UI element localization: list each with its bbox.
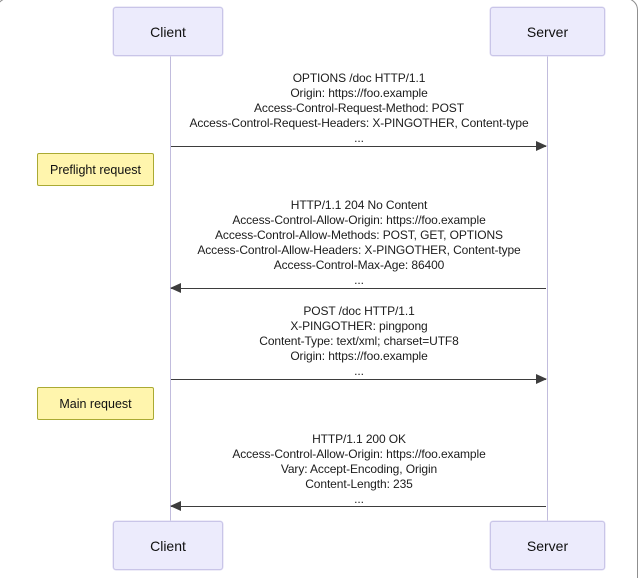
message-line: Access-Control-Allow-Origin: https://foo… bbox=[232, 447, 486, 461]
message-line: Access-Control-Request-Headers: X-PINGOT… bbox=[189, 116, 529, 130]
arrowhead-right-icon bbox=[536, 141, 547, 151]
message-line: OPTIONS /doc HTTP/1.1 bbox=[292, 71, 426, 85]
message-line: Access-Control-Max-Age: 86400 bbox=[273, 258, 445, 272]
message-line: Access-Control-Allow-Methods: POST, GET,… bbox=[215, 228, 503, 242]
message-main-response-arrow bbox=[170, 501, 546, 511]
actor-server-top-label: Server bbox=[526, 23, 569, 40]
message-line: Access-Control-Allow-Headers: X-PINGOTHE… bbox=[197, 243, 521, 257]
actor-client-bottom: Client bbox=[113, 521, 223, 570]
actor-server-top: Server bbox=[490, 7, 605, 56]
note-main-request-label: Main request bbox=[59, 396, 132, 411]
message-preflight-request-arrow bbox=[171, 141, 547, 151]
message-line: ... bbox=[354, 131, 364, 145]
actor-server-bottom-label: Server bbox=[526, 537, 569, 554]
message-line: Vary: Accept-Encoding, Origin bbox=[280, 462, 438, 476]
actor-server-bottom: Server bbox=[490, 521, 605, 570]
message-line: POST /doc HTTP/1.1 bbox=[303, 304, 415, 318]
server-lifeline bbox=[547, 56, 548, 522]
message-line: Content-Type: text/xml; charset=UTF8 bbox=[259, 334, 459, 348]
message-line: ... bbox=[354, 364, 364, 378]
message-preflight-response-arrow bbox=[170, 283, 546, 293]
message-line: HTTP/1.1 200 OK bbox=[312, 432, 406, 446]
note-preflight-request: Preflight request bbox=[37, 153, 154, 186]
arrowhead-right-icon bbox=[536, 374, 547, 384]
message-line: X-PINGOTHER: pingpong bbox=[290, 319, 428, 333]
message-line: Origin: https://foo.example bbox=[290, 349, 428, 363]
arrowhead-left-icon bbox=[170, 283, 181, 293]
note-preflight-request-label: Preflight request bbox=[49, 162, 142, 177]
message-main-request-arrow bbox=[171, 374, 547, 384]
actor-client-top: Client bbox=[113, 7, 223, 56]
message-line: Access-Control-Request-Method: POST bbox=[254, 101, 464, 115]
message-line: Content-Length: 235 bbox=[305, 477, 413, 491]
message-line: ... bbox=[354, 492, 364, 506]
actor-client-top-label: Client bbox=[150, 23, 186, 40]
actor-client-bottom-label: Client bbox=[150, 537, 186, 554]
arrowhead-left-icon bbox=[170, 501, 181, 511]
message-main-request-text: POST /doc HTTP/1.1 X-PINGOTHER: pingpong… bbox=[139, 304, 579, 379]
message-line: Origin: https://foo.example bbox=[290, 86, 428, 100]
message-line: ... bbox=[354, 273, 364, 287]
message-main-response-text: HTTP/1.1 200 OK Access-Control-Allow-Ori… bbox=[139, 432, 579, 507]
message-line: Access-Control-Allow-Origin: https://foo… bbox=[232, 213, 486, 227]
message-line: HTTP/1.1 204 No Content bbox=[290, 198, 428, 212]
message-preflight-response-text: HTTP/1.1 204 No Content Access-Control-A… bbox=[139, 198, 579, 288]
note-main-request: Main request bbox=[37, 387, 154, 420]
message-preflight-request-text: OPTIONS /doc HTTP/1.1 Origin: https://fo… bbox=[139, 71, 579, 146]
